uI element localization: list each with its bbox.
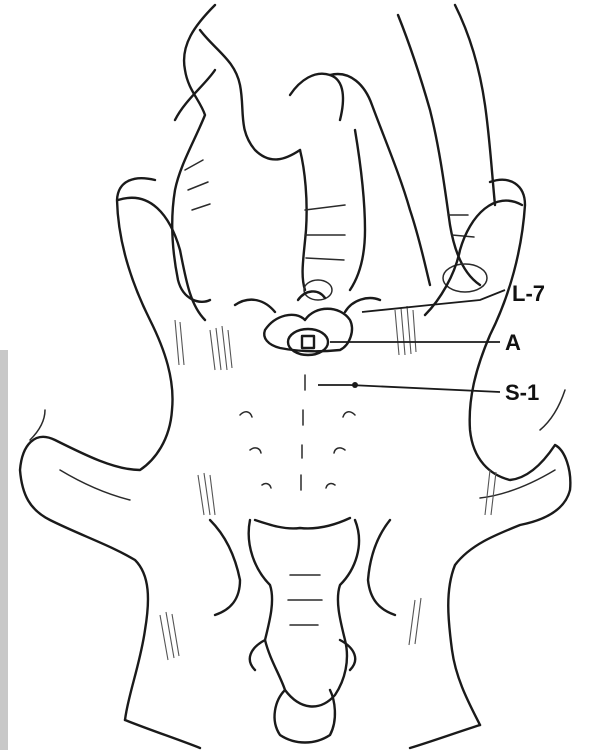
muscle-shading [160,306,496,660]
label-l7: L-7 [512,281,545,306]
leader-l7 [362,290,505,312]
palpating-hand [172,5,495,302]
label-a: A [505,330,521,355]
pelvis-outline [20,178,570,748]
spine-and-sacrum [210,291,395,742]
s1-marker-dot [352,382,358,388]
annotation-leaders [318,290,505,392]
label-s1: S-1 [505,380,539,405]
